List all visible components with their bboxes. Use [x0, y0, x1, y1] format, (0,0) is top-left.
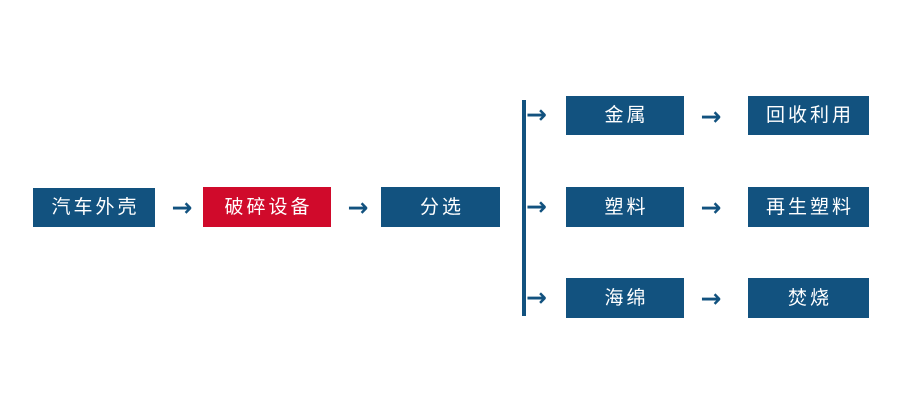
node-input-car-shell[interactable]: 汽车外壳 [33, 188, 155, 227]
node-shredder-equipment[interactable]: 破碎设备 [203, 187, 331, 227]
arrow-right-icon-plastic-to-output: → [700, 192, 722, 222]
arrow-right-icon-shredder-to-sorting: → [347, 193, 369, 222]
arrow-right-icon-metal-to-output: → [700, 101, 722, 131]
node-sorting[interactable]: 分选 [381, 187, 500, 227]
arrow-right-icon-branch-metal: → [526, 99, 547, 129]
node-metal-output-recycle[interactable]: 回收利用 [748, 96, 869, 135]
arrow-right-icon-input-to-shredder: → [171, 193, 193, 222]
node-metal[interactable]: 金属 [566, 96, 684, 135]
branch-split-line [522, 100, 526, 316]
arrow-right-icon-branch-sponge: → [526, 282, 547, 312]
node-sponge[interactable]: 海绵 [566, 278, 684, 318]
arrow-right-icon-branch-plastic: → [526, 191, 547, 221]
arrow-right-icon-sponge-to-output: → [700, 283, 722, 313]
node-sponge-output-incineration[interactable]: 焚烧 [748, 278, 869, 318]
node-plastic-output-regenerated[interactable]: 再生塑料 [748, 187, 869, 227]
node-plastic[interactable]: 塑料 [566, 187, 684, 227]
